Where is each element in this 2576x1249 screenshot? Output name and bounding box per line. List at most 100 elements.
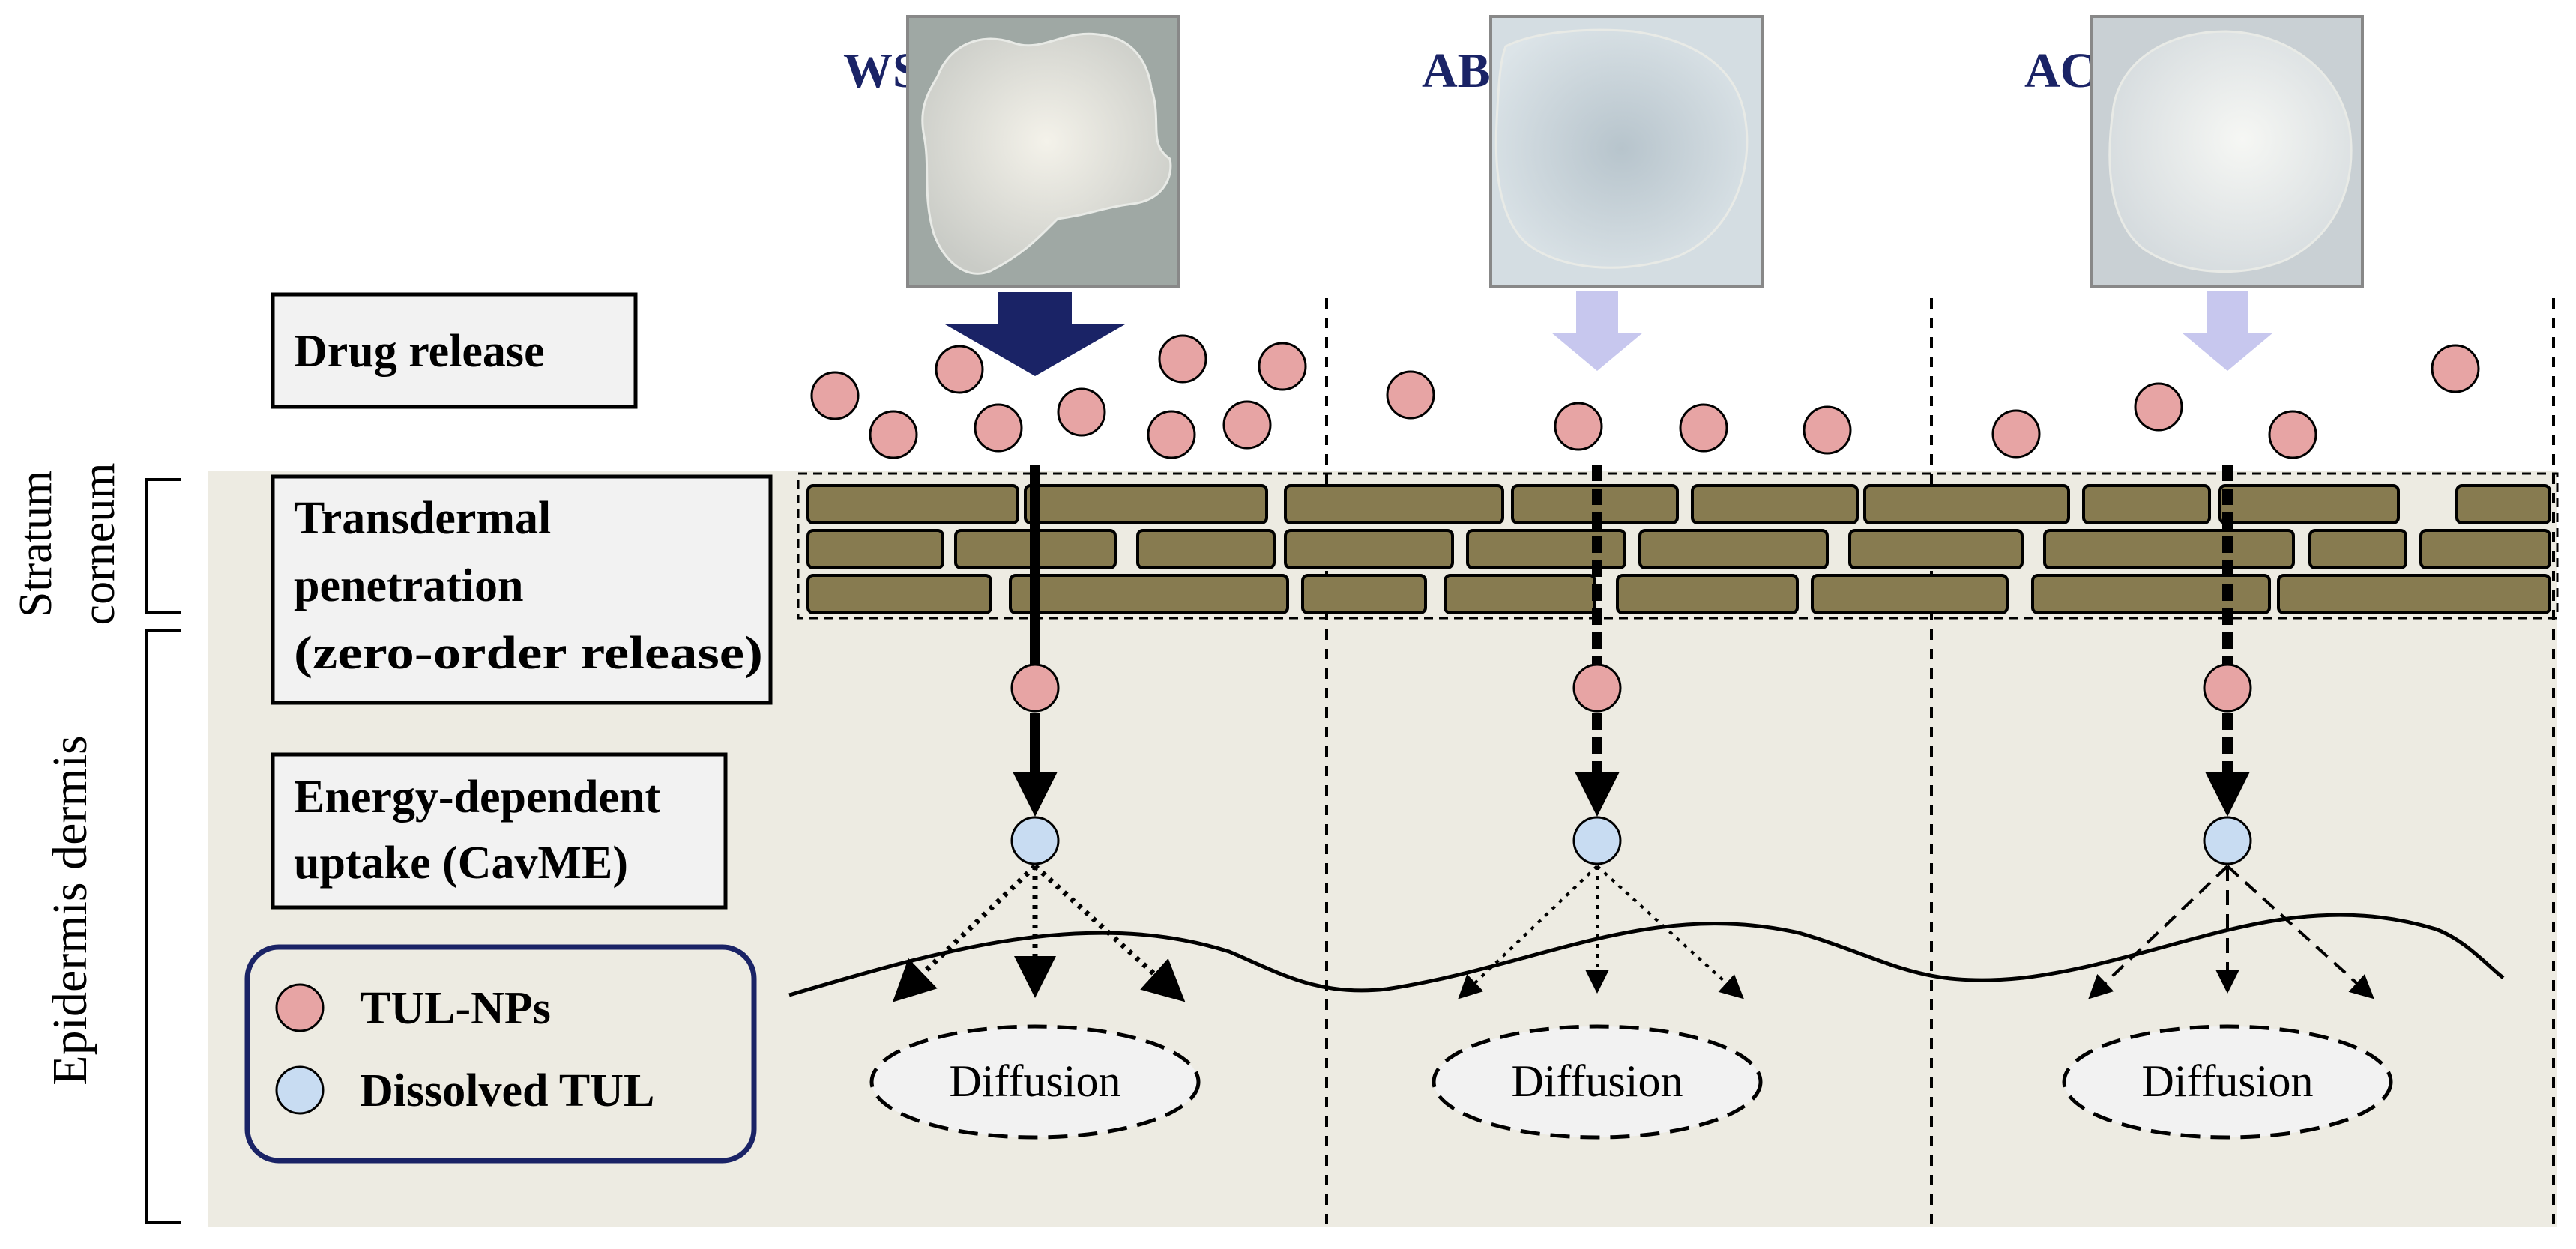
- uptake-arrowhead: [1013, 772, 1058, 817]
- stratum-corneum-bricks: [806, 484, 2551, 614]
- stratum-corneum-outline: [797, 472, 2559, 620]
- brick: [1863, 484, 2070, 524]
- diffusion-label: Diffusion: [2142, 1056, 2314, 1106]
- diffusion-arrow: [2088, 865, 2229, 999]
- brick: [806, 484, 1019, 524]
- sample-shape: [1494, 28, 1749, 269]
- diffusion-label: Diffusion: [950, 1056, 1121, 1106]
- brick: [1638, 529, 1829, 569]
- dissolved-molecule: [1010, 816, 1060, 865]
- nanoparticle: [869, 410, 918, 459]
- penetrated-nanoparticle: [2203, 663, 2252, 713]
- nanoparticle: [2268, 410, 2317, 459]
- brick: [2218, 484, 2400, 524]
- drug-release-label: Drug release: [294, 326, 545, 377]
- brick: [806, 529, 944, 569]
- brick: [1811, 574, 2009, 614]
- column-ac: AC Diffusion: [1991, 15, 2480, 1140]
- diffusion-arrow: [1033, 864, 1186, 1002]
- penetration-label-line2: penetration: [294, 560, 524, 611]
- sample-photo: [906, 15, 1180, 288]
- diffusion-ellipse: [869, 1024, 1201, 1140]
- legend-np-icon: [275, 983, 325, 1032]
- diffusion-arrow: [1596, 865, 1744, 999]
- drug-release-box: Drug release: [271, 292, 638, 409]
- diffusion-arrow: [2226, 865, 2374, 999]
- nanoparticle: [810, 371, 860, 420]
- stratum-label-line2: corneum: [73, 463, 124, 626]
- brick: [1466, 529, 1626, 569]
- uptake-arrowhead: [2205, 772, 2250, 817]
- nanoparticle: [1554, 402, 1603, 451]
- sample-photo: [1489, 15, 1764, 288]
- nanoparticle: [2134, 382, 2183, 432]
- brick: [2277, 574, 2551, 614]
- brick: [2031, 574, 2271, 614]
- sample-shape: [921, 32, 1172, 275]
- diffusion-label: Diffusion: [1512, 1056, 1683, 1106]
- diffusion-arrow: [1458, 865, 1599, 999]
- nanoparticle: [1258, 342, 1307, 391]
- release-arrow: [2182, 291, 2273, 371]
- nanoparticle: [935, 345, 984, 394]
- nanoparticle: [974, 403, 1023, 453]
- brick: [1009, 574, 1289, 614]
- legend-dissolved-label: Dissolved TUL: [360, 1065, 654, 1116]
- stratum-label-line1: Stratum: [10, 471, 61, 617]
- stratum-bracket: [145, 478, 181, 614]
- brick: [1444, 574, 1596, 614]
- uptake-label-line1: Energy-dependent: [294, 772, 660, 823]
- column-ab: AB Diffusion: [1386, 15, 1852, 1140]
- nanoparticle: [2431, 344, 2480, 393]
- legend-dissolved-icon: [275, 1065, 325, 1115]
- brick: [2082, 484, 2211, 524]
- nanoparticle: [1803, 405, 1852, 455]
- sample-photo: [2090, 15, 2364, 288]
- release-arrow: [1551, 291, 1643, 371]
- brick: [1136, 529, 1276, 569]
- dermal-junction-wave: [788, 913, 2505, 997]
- uptake-label-line2: uptake (CavME): [294, 838, 628, 889]
- penetration-box: Transdermal penetration (zero-order rele…: [271, 474, 773, 705]
- diffusion-ellipse: [2062, 1024, 2393, 1140]
- dissolved-molecule: [2203, 816, 2252, 865]
- group-label: AC: [2024, 43, 2096, 98]
- nanoparticle: [1158, 334, 1207, 384]
- diffusion-ellipse: [1432, 1024, 1763, 1140]
- penetrated-nanoparticle: [1010, 663, 1060, 713]
- brick: [2455, 484, 2551, 524]
- penetration-label-line3: (zero-order release): [294, 628, 763, 679]
- sample-shape: [2108, 30, 2353, 273]
- penetration-label-line1: Transdermal: [294, 493, 551, 544]
- penetrated-nanoparticle: [1572, 663, 1622, 713]
- brick: [2308, 529, 2407, 569]
- brick: [1024, 484, 1268, 524]
- brick: [806, 574, 992, 614]
- brick: [1301, 574, 1427, 614]
- group-label: AB: [1422, 43, 1491, 98]
- epidermis-bracket: [145, 629, 181, 1224]
- brick: [1284, 484, 1504, 524]
- nanoparticle: [1057, 387, 1106, 437]
- nanoparticle: [1147, 410, 1196, 459]
- brick: [1284, 529, 1454, 569]
- epidermis-label: Epidermis dermis: [43, 735, 97, 1085]
- brick: [1691, 484, 1859, 524]
- dissolved-molecule: [1572, 816, 1622, 865]
- brick: [2419, 529, 2551, 569]
- uptake-box: Energy-dependent uptake (CavME): [271, 752, 728, 910]
- legend: TUL-NPs Dissolved TUL: [244, 944, 757, 1164]
- nanoparticle: [1222, 400, 1272, 450]
- brick: [1616, 574, 1799, 614]
- nanoparticle: [1679, 403, 1728, 453]
- nanoparticle: [1991, 409, 2041, 459]
- uptake-arrowhead: [1575, 772, 1620, 817]
- brick: [2043, 529, 2295, 569]
- brick: [1848, 529, 2024, 569]
- diffusion-arrow: [892, 864, 1037, 1002]
- nanoparticle: [1386, 370, 1435, 420]
- legend-np-label: TUL-NPs: [360, 983, 551, 1034]
- release-arrow: [945, 292, 1125, 376]
